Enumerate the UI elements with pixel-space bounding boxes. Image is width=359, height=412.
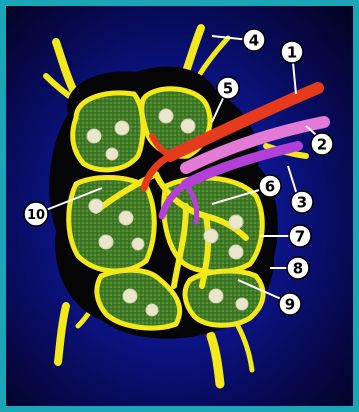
svg-text:7: 7 bbox=[295, 228, 305, 246]
svg-text:5: 5 bbox=[223, 80, 233, 98]
svg-text:8: 8 bbox=[293, 260, 303, 278]
callout-3: 3 bbox=[291, 191, 313, 213]
callout-1: 1 bbox=[281, 41, 303, 63]
svg-text:3: 3 bbox=[297, 194, 307, 212]
callout-5: 5 bbox=[217, 77, 239, 99]
callout-10: 10 bbox=[24, 202, 48, 226]
svg-text:9: 9 bbox=[285, 296, 295, 314]
callout-7: 7 bbox=[289, 225, 311, 247]
svg-text:6: 6 bbox=[265, 178, 275, 196]
callout-9: 9 bbox=[279, 293, 301, 315]
svg-text:1: 1 bbox=[287, 44, 297, 62]
svg-text:2: 2 bbox=[317, 136, 327, 154]
svg-text:10: 10 bbox=[27, 208, 45, 223]
callout-4: 4 bbox=[243, 29, 265, 51]
svg-text:4: 4 bbox=[249, 32, 259, 50]
callout-2: 2 bbox=[311, 133, 333, 155]
callout-8: 8 bbox=[287, 257, 309, 279]
lymph-node-diagram: 1 2 3 4 5 6 7 8 9 10 bbox=[6, 6, 353, 406]
callout-6: 6 bbox=[259, 175, 281, 197]
